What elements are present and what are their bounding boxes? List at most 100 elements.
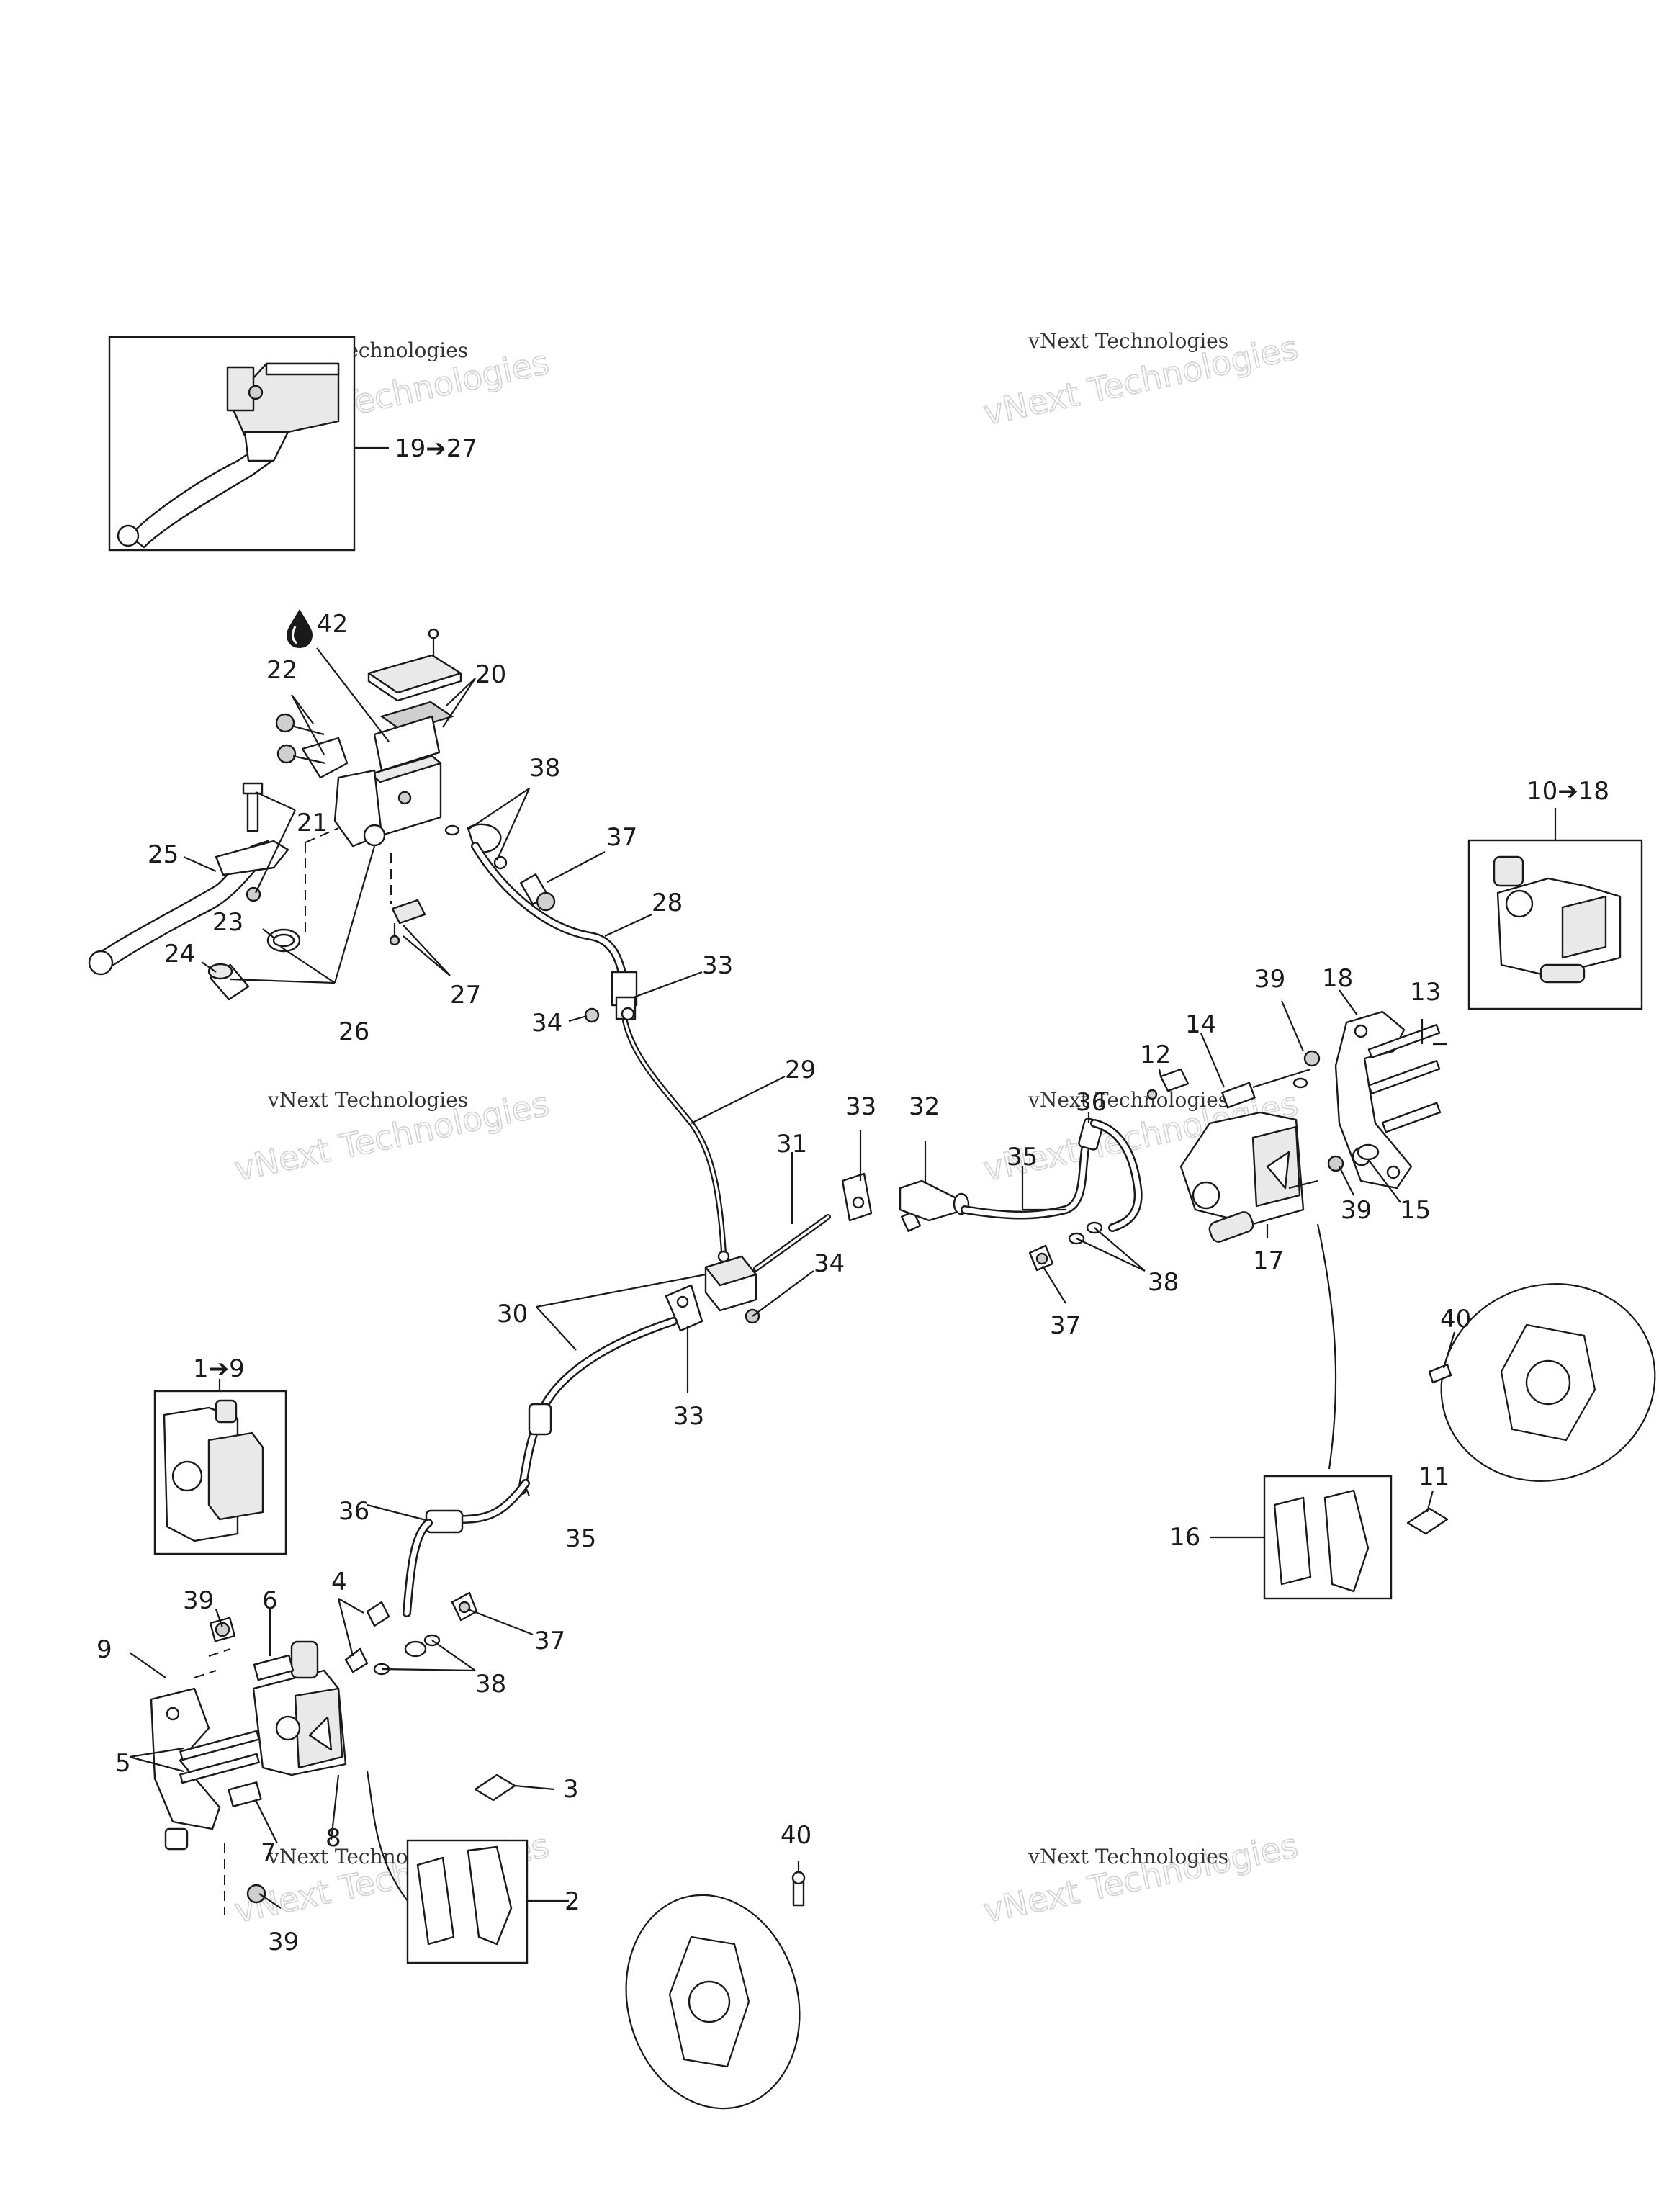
piston-boot-24[interactable] (207, 963, 250, 1001)
reservoir-cover[interactable] (367, 654, 462, 772)
banjo-bolt-37-right[interactable] (1028, 1221, 1103, 1272)
bolt-39-right-top[interactable] (1292, 1050, 1321, 1089)
callout-31: 31 (776, 1130, 807, 1159)
svg-text:vNext Technologies: vNext Technologies (980, 1826, 1301, 1930)
callout-37-right: 37 (1050, 1311, 1081, 1340)
caliper-bracket-9[interactable] (150, 1687, 221, 1830)
brake-disc-40-left[interactable] (603, 1876, 823, 2128)
inset-right-caliper-assembly[interactable] (1467, 839, 1643, 1010)
leader-lines (129, 647, 1456, 1909)
callout-22: 22 (266, 656, 297, 685)
watermark-middle-left: vNext Technologies vNext Technologies (230, 1084, 553, 1190)
callout-42: 42 (317, 610, 348, 639)
callout-39-right-mid: 39 (1341, 1196, 1372, 1225)
callout-9: 9 (96, 1635, 112, 1664)
callout-19-27: 19➔27 (395, 434, 477, 463)
callout-14: 14 (1185, 1010, 1216, 1039)
callout-25: 25 (148, 840, 179, 869)
callout-27: 27 (450, 981, 481, 1010)
fluid-drop-icon (287, 609, 313, 648)
mounting-screws-22[interactable] (275, 713, 326, 765)
bolt-39-left-bottom[interactable] (246, 1884, 266, 1904)
svg-text:vNext Technologies: vNext Technologies (1028, 329, 1228, 353)
brake-pads-2-left[interactable] (406, 1839, 529, 1964)
callout-5: 5 (115, 1749, 131, 1778)
pivot-bolt-21[interactable] (242, 782, 264, 902)
callout-38-top: 38 (529, 754, 560, 783)
callout-7: 7 (261, 1838, 276, 1867)
callout-1-9: 1➔9 (193, 1354, 245, 1383)
callout-35-lower: 35 (565, 1524, 596, 1553)
brake-disc-40-right[interactable] (1413, 1254, 1659, 1511)
callout-32: 32 (909, 1092, 940, 1121)
callout-11: 11 (1419, 1462, 1449, 1491)
inset-left-caliper-assembly[interactable] (153, 1390, 287, 1555)
bleeder-screw-12[interactable] (1146, 1068, 1190, 1100)
distribution-block-30[interactable] (704, 1250, 757, 1312)
bushing-7[interactable] (228, 1781, 262, 1807)
callout-29: 29 (785, 1056, 816, 1084)
callout-24: 24 (164, 940, 195, 968)
cover-screw-20[interactable] (428, 628, 439, 657)
callout-18: 18 (1322, 964, 1353, 993)
callout-4: 4 (331, 1568, 347, 1596)
callout-6: 6 (262, 1586, 278, 1615)
callout-3: 3 (563, 1775, 579, 1804)
callout-33-mid: 33 (845, 1092, 876, 1121)
callout-34-mid: 34 (814, 1249, 845, 1278)
callout-8: 8 (325, 1824, 341, 1853)
washer-15[interactable] (1357, 1143, 1380, 1161)
callout-40-left: 40 (781, 1821, 811, 1850)
banjo-bolt-37-top[interactable] (519, 873, 556, 912)
callout-38-right: 38 (1148, 1268, 1179, 1297)
callout-13: 13 (1410, 978, 1441, 1007)
callout-15: 15 (1400, 1196, 1431, 1225)
slide-pins-5[interactable] (164, 1730, 260, 1851)
banjo-bolt-37-left[interactable] (373, 1591, 478, 1676)
callout-2: 2 (565, 1887, 580, 1916)
callout-39-left-top: 39 (183, 1586, 214, 1615)
brake-pads-16-right[interactable] (1263, 1475, 1393, 1600)
callout-30: 30 (497, 1300, 528, 1328)
svg-text:vNext Technologies: vNext Technologies (1028, 1845, 1228, 1869)
callout-20: 20 (475, 660, 506, 689)
inset-master-cylinder-assembly[interactable] (108, 336, 356, 552)
callout-labels: 42 20 22 38 21 37 25 28 2 3 24 27 26 33 3… (96, 610, 1471, 1956)
junction-block-33-mid[interactable] (841, 1172, 873, 1222)
o-ring-23[interactable] (266, 928, 301, 953)
caliper-17[interactable] (1179, 1111, 1305, 1244)
callout-33-low: 33 (673, 1402, 704, 1431)
caliper-8[interactable] (252, 1640, 347, 1776)
junction-bolt-34-top[interactable] (584, 1007, 600, 1023)
callout-36-lower: 36 (338, 1497, 369, 1526)
bushing-6[interactable] (253, 1654, 295, 1681)
disc-bolt-40-left[interactable] (791, 1871, 806, 1907)
bolt-39-left-top[interactable] (209, 1617, 236, 1642)
callout-34-top: 34 (531, 1009, 562, 1038)
disc-bolt-40-right[interactable] (1428, 1363, 1452, 1384)
bracket-bolt-axis (194, 1648, 231, 1678)
callout-26: 26 (338, 1017, 369, 1046)
callout-37-top: 37 (606, 823, 637, 852)
hose-clip-36-mid[interactable] (528, 1403, 552, 1436)
callout-37-left: 37 (534, 1627, 565, 1655)
callout-10-18: 10➔18 (1527, 777, 1609, 806)
watermark-top-right: vNext Technologies vNext Technologies (979, 328, 1302, 433)
brake-light-switch-27[interactable] (389, 899, 426, 946)
junction-block-33-top[interactable] (611, 971, 638, 1021)
pads-2-leader-curve (366, 1771, 408, 1902)
callout-28: 28 (652, 889, 683, 917)
master-cylinder-axis (305, 827, 339, 936)
brake-lever-25[interactable] (88, 840, 289, 976)
callout-36-upper: 36 (1076, 1088, 1107, 1117)
master-cylinder-body[interactable] (301, 737, 442, 848)
callout-21: 21 (297, 809, 328, 837)
pad-spring-11[interactable] (1406, 1507, 1449, 1535)
pad-spring-3[interactable] (474, 1773, 516, 1802)
caliper-bracket-18[interactable] (1334, 1010, 1413, 1190)
bushing-14[interactable] (1221, 1068, 1311, 1109)
bleeder-screw-4[interactable] (344, 1601, 390, 1673)
pads-16-leader-curve (1316, 1223, 1337, 1470)
callout-40-right: 40 (1440, 1305, 1471, 1334)
